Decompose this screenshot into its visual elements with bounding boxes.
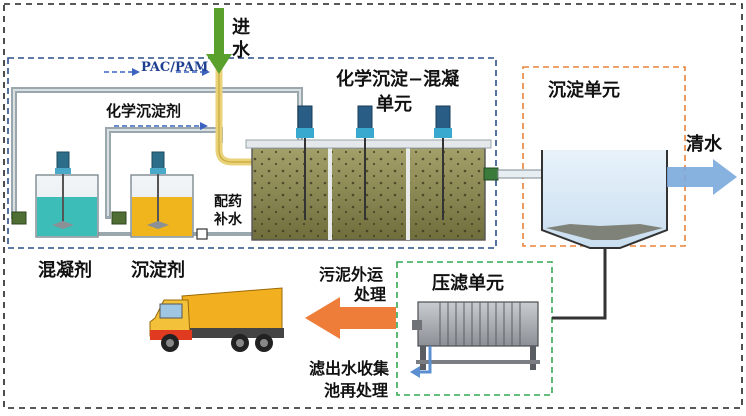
chem-precipitant-label: 化学沉淀剂 — [106, 102, 181, 120]
inlet-label-2: 水 — [232, 39, 251, 61]
makeup-label-2: 补水 — [213, 211, 243, 228]
filtrate-label-1: 滤出水收集 — [309, 359, 390, 378]
settle-unit-title: 沉淀单元 — [548, 79, 620, 101]
coagulant-label: 混凝剂 — [38, 259, 92, 281]
filtrate-arrow — [416, 346, 432, 374]
inlet-label-1: 进 — [232, 17, 250, 38]
outer-boundary — [3, 3, 743, 409]
sludge-label-2: 处理 — [353, 285, 386, 304]
filtrate-label-2: 池再处理 — [324, 381, 388, 400]
inlet-arrow-shaft — [214, 8, 224, 58]
makeup-valve — [196, 228, 208, 240]
sludge-out-arrow — [305, 297, 396, 339]
chem-unit-title-2: 单元 — [376, 93, 412, 115]
reactor-basin — [245, 139, 492, 241]
sludge-pipe — [552, 248, 607, 320]
precipitant-tank — [130, 151, 194, 238]
settling-tank — [541, 150, 668, 249]
reactor-outlet-pump — [483, 167, 499, 181]
sludge-label-1: 污泥外运 — [319, 265, 383, 284]
chem-unit-boundary — [7, 57, 497, 249]
makeup-label-1: 配药 — [214, 193, 242, 210]
dump-truck-icon — [149, 287, 284, 352]
inlet-arrow-head — [206, 54, 232, 74]
precipitant-label: 沉淀剂 — [131, 259, 185, 281]
transfer-pipe — [497, 169, 545, 179]
filter-unit-title: 压滤单元 — [432, 272, 504, 294]
pump-icon — [11, 211, 27, 225]
coagulant-tank — [35, 151, 99, 238]
clear-water-label: 清水 — [686, 133, 723, 155]
filter-unit-boundary — [396, 261, 553, 396]
reactor-mixers — [296, 105, 452, 220]
clear-water-arrow — [667, 159, 737, 195]
filter-press-icon — [412, 301, 540, 370]
pump-icon-2 — [111, 211, 127, 225]
pac-pam-label: PAC/PAM — [141, 60, 208, 75]
chem-unit-title-1: 化学沉淀−混凝 — [336, 68, 460, 90]
